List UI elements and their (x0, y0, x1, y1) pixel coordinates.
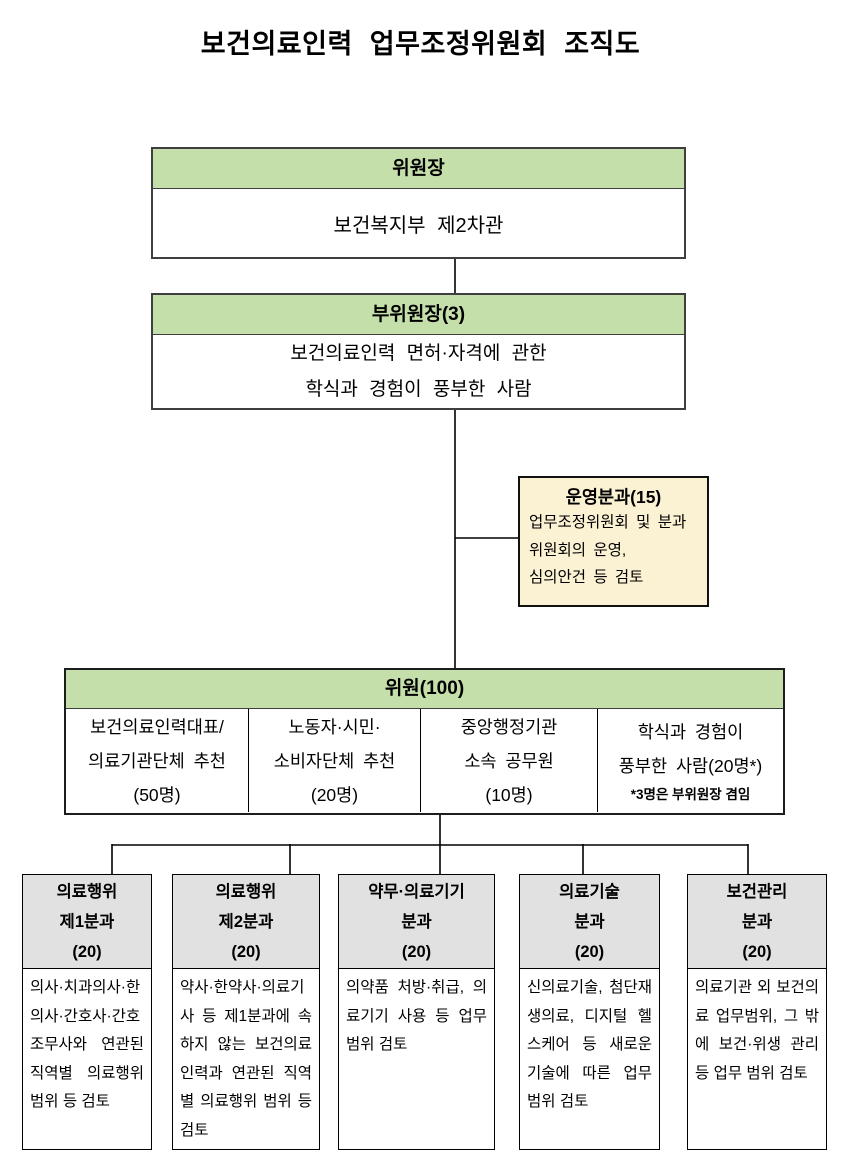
members-col4-line1: 학식과 경험이 (637, 722, 744, 742)
subcommittee-3-name-line1: 약무·의료기기 (368, 882, 465, 901)
subcommittee-5-name-line1: 보건관리 (726, 882, 788, 901)
members-col4-line2: 풍부한 사람(20명*) (618, 756, 763, 776)
operating-line1: 업무조정위원회 및 분과 (529, 514, 687, 531)
subcommittee-1-header: 의료행위 제1분과 (20) (23, 875, 151, 969)
members-box: 위원(100) 보건의료인력대표/ 의료기관단체 추천 (50명) 노동자·시민… (64, 668, 785, 815)
subcommittee-box-health-management: 보건관리 분과 (20) 의료기관 외 보건의료 업무범위, 그 밖에 보건·위… (687, 874, 827, 1150)
subcommittee-3-name-line2: 분과 (401, 912, 432, 931)
members-col4-note: *3명은 부위원장 겸임 (630, 787, 751, 802)
subcommittee-2-header: 의료행위 제2분과 (20) (173, 875, 319, 969)
subcommittee-1-name-line1: 의료행위 (56, 882, 118, 901)
members-col1-count: (50명) (133, 784, 181, 805)
operating-subcommittee-header: 운영분과(15) (565, 487, 662, 507)
members-col2-line2: 소비자단체 추천 (273, 750, 396, 771)
subcommittee-2-name-line2: 제2분과 (218, 912, 274, 931)
subcommittee-box-pharmacy-devices: 약무·의료기기 분과 (20) 의약품 처방·취급, 의료기기 사용 등 업무범… (338, 874, 495, 1150)
members-col1-line2: 의료기관단체 추천 (88, 750, 226, 771)
subcommittee-3-count: (20) (401, 942, 432, 961)
chairman-header: 위원장 (153, 149, 684, 189)
chairman-box: 위원장 보건복지부 제2차관 (151, 147, 686, 259)
subcommittee-2-count: (20) (231, 942, 261, 961)
members-header: 위원(100) (66, 670, 783, 709)
subcommittee-3-desc: 의약품 처방·취급, 의료기기 사용 등 업무범위 검토 (346, 979, 487, 1053)
subcommittee-4-name-line1: 의료기술 (559, 882, 620, 901)
subcommittee-box-medical-technology: 의료기술 분과 (20) 신의료기술, 첨단재생의료, 디지털 헬스케어 등 새… (519, 874, 660, 1150)
subcommittee-5-name-line2: 분과 (741, 912, 773, 931)
members-col-labor-consumer: 노동자·시민· 소비자단체 추천 (20명) (249, 709, 421, 812)
subcommittee-4-header: 의료기술 분과 (20) (520, 875, 659, 969)
subcommittee-5-header: 보건관리 분과 (20) (688, 875, 826, 969)
vice-chair-box: 부위원장(3) 보건의료인력 면허·자격에 관한 학식과 경험이 풍부한 사람 (151, 293, 686, 410)
subcommittee-4-name-line2: 분과 (574, 912, 605, 931)
vice-chair-body: 보건의료인력 면허·자격에 관한 학식과 경험이 풍부한 사람 (153, 335, 684, 409)
subcommittee-1-count: (20) (72, 942, 102, 961)
subcommittee-4-desc: 신의료기술, 첨단재생의료, 디지털 헬스케어 등 새로운 기술에 따른 업무 … (527, 979, 652, 1110)
chairman-body: 보건복지부 제2차관 (333, 215, 504, 237)
subcommittee-5-count: (20) (742, 942, 772, 961)
members-col-government: 중앙행정기관 소속 공무원 (10명) (421, 709, 598, 812)
page-title: 보건의료인력 업무조정위원회 조직도 (200, 29, 641, 59)
members-col2-count: (20명) (310, 784, 359, 805)
subcommittee-2-desc: 약사·한약사·의료기사 등 제1분과에 속하지 않는 보건의료인력과 연관된 직… (180, 979, 312, 1139)
subcommittee-box-medical-practice-1: 의료행위 제1분과 (20) 의사·치과의사·한의사·간호사·간호조무사와 연관… (22, 874, 152, 1150)
subcommittee-4-count: (20) (574, 942, 605, 961)
vice-chair-line1: 보건의료인력 면허·자격에 관한 (290, 343, 547, 364)
members-col3-count: (10명) (485, 784, 533, 805)
members-col-healthcare-reps: 보건의료인력대표/ 의료기관단체 추천 (50명) (66, 709, 249, 812)
operating-subcommittee-box: 운영분과(15) 업무조정위원회 및 분과 위원회의 운영, 심의안건 등 검토 (518, 476, 709, 607)
operating-line3: 심의안건 등 검토 (529, 569, 644, 586)
members-col3-line2: 소속 공무원 (464, 750, 554, 771)
subcommittee-3-header: 약무·의료기기 분과 (20) (339, 875, 494, 969)
members-col3-line1: 중앙행정기관 (460, 716, 558, 737)
members-col-experts: 학식과 경험이 풍부한 사람(20명*) *3명은 부위원장 겸임 (598, 709, 783, 812)
members-col1-line1: 보건의료인력대표/ (90, 716, 224, 737)
members-columns: 보건의료인력대표/ 의료기관단체 추천 (50명) 노동자·시민· 소비자단체 … (66, 709, 783, 812)
subcommittee-1-name-line2: 제1분과 (59, 912, 115, 931)
subcommittee-box-medical-practice-2: 의료행위 제2분과 (20) 약사·한약사·의료기사 등 제1분과에 속하지 않… (172, 874, 320, 1150)
vice-chair-line2: 학식과 경험이 풍부한 사람 (305, 379, 532, 400)
subcommittee-2-name-line1: 의료행위 (215, 882, 277, 901)
operating-line2: 위원회의 운영, (529, 541, 627, 559)
subcommittee-1-desc: 의사·치과의사·한의사·간호사·간호조무사와 연관된 직역별 의료행위 범위 등… (30, 979, 144, 1110)
subcommittee-5-desc: 의료기관 외 보건의료 업무범위, 그 밖에 보건·위생 관리 등 업무 범위 … (695, 979, 819, 1082)
vice-chair-header: 부위원장(3) (153, 295, 684, 335)
members-col2-line1: 노동자·시민· (288, 716, 381, 737)
